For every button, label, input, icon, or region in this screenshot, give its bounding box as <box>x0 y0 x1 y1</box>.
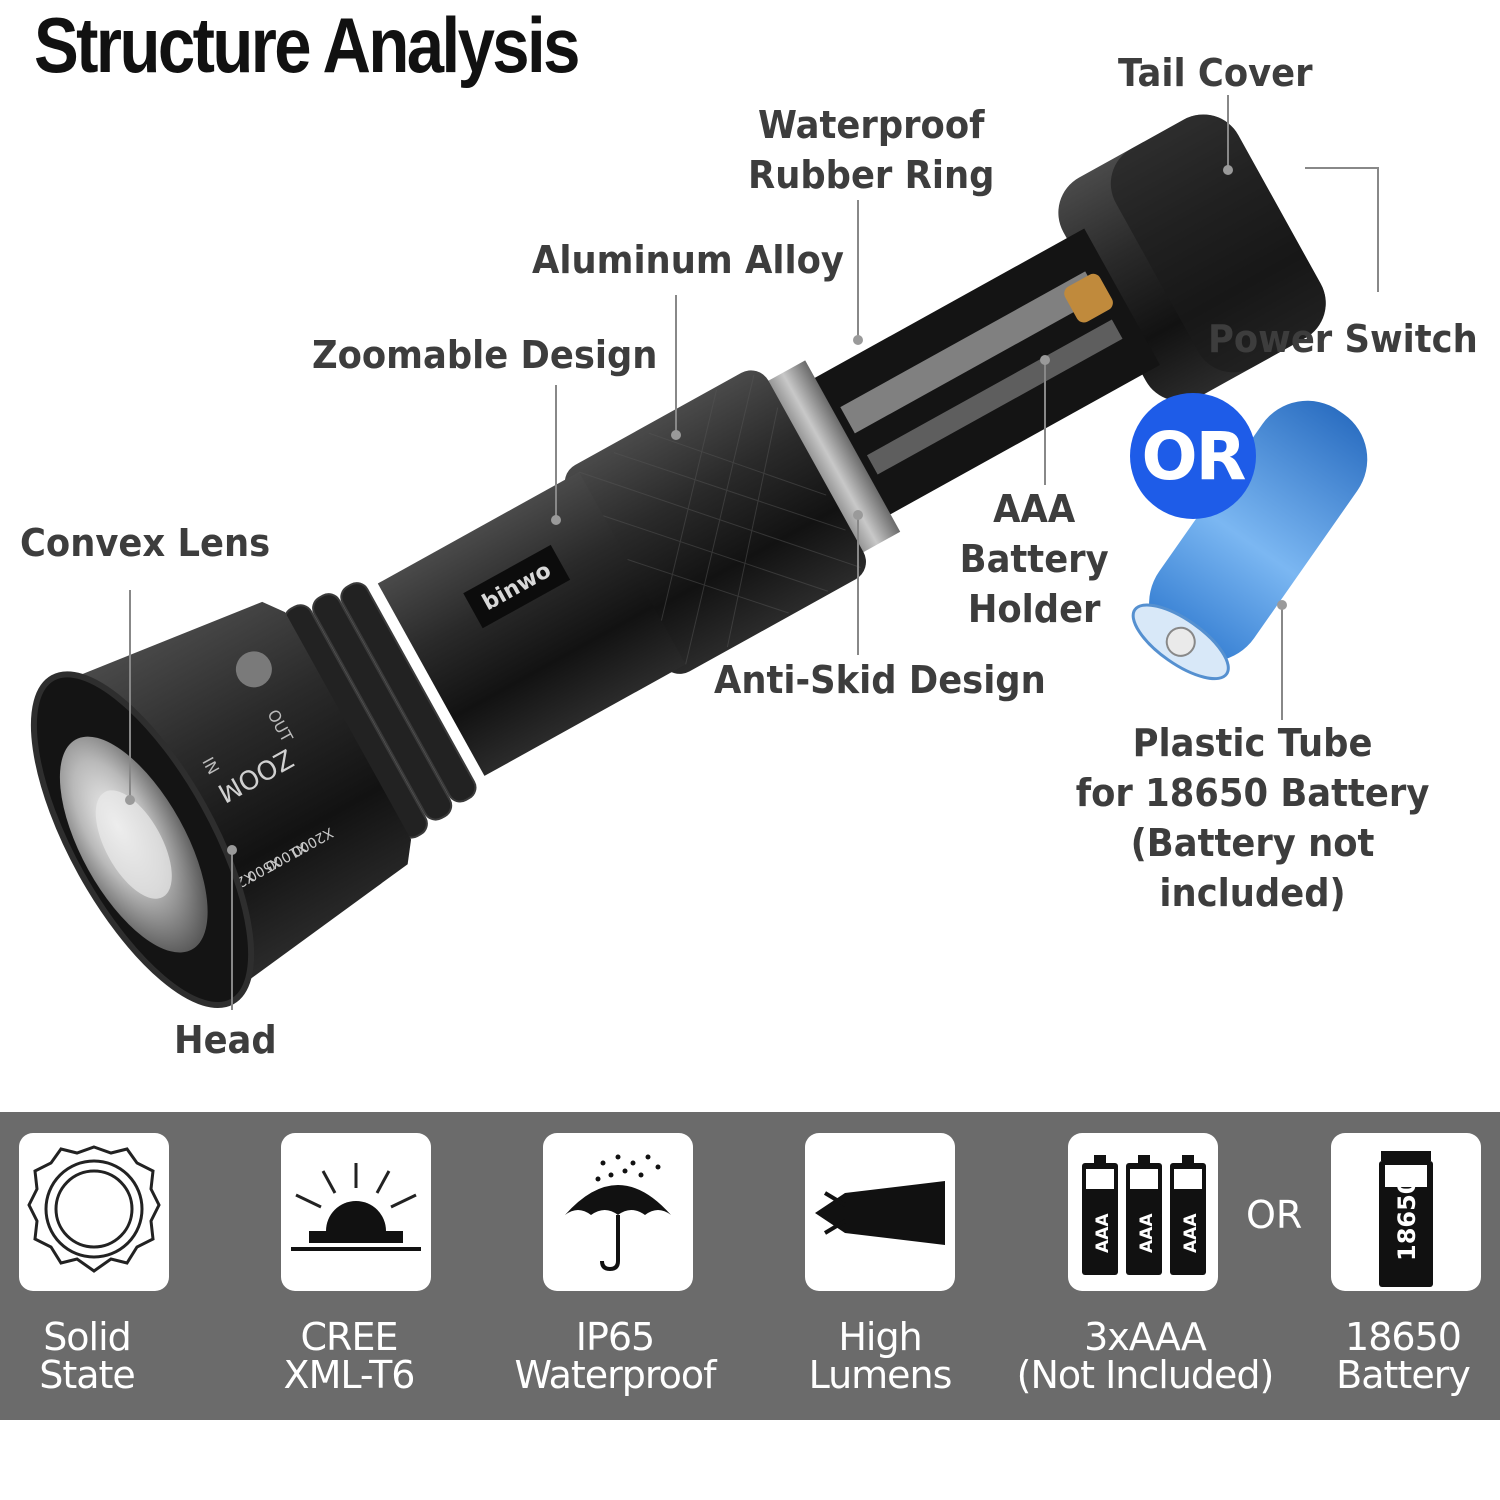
label-tail-cover: Tail Cover <box>1118 51 1313 95</box>
feature-tile-high-lumens <box>805 1133 955 1291</box>
feature-band <box>0 1112 1500 1420</box>
feature-tile-18650: 18650 <box>1331 1133 1481 1291</box>
caption-high-lumens: High Lumens <box>808 1315 953 1397</box>
label-zoomable-design: Zoomable Design <box>312 333 658 377</box>
in-text: IN <box>198 754 223 778</box>
feature-tile-3xaaa: AAA AAA AAA <box>1068 1133 1218 1291</box>
caption-cree: CREE XML-T6 <box>283 1315 416 1397</box>
aaa-text-2: AAA <box>1137 1213 1157 1253</box>
18650-text: 18650 <box>1393 1178 1421 1262</box>
zoom-head <box>75 601 412 984</box>
label-power-switch: Power Switch <box>1208 317 1478 361</box>
or-badge: OR <box>1130 393 1256 519</box>
led-chip-icon <box>291 1163 421 1251</box>
caption-3xaaa: 3xAAA (Not Included) <box>1016 1315 1275 1397</box>
label-convex-lens: Convex Lens <box>20 521 271 565</box>
flashlight-body: binwo ZOOM OUT IN X1 X250 X500 X1000 X20… <box>30 114 1326 1009</box>
caption-18650: 18650 Battery <box>1336 1315 1471 1397</box>
label-head: Head <box>174 1018 277 1062</box>
leader-lines <box>129 95 1379 1010</box>
label-waterproof-ring: Waterproof Rubber Ring <box>748 103 995 197</box>
aaa-text-1: AAA <box>1093 1213 1113 1253</box>
aluminum-body <box>377 471 686 776</box>
label-anti-skid: Anti-Skid Design <box>714 658 1046 702</box>
waterproof-ring <box>759 360 901 557</box>
feature-or: OR <box>1246 1193 1303 1237</box>
18650-battery <box>1131 400 1368 681</box>
aaa-text-3: AAA <box>1181 1213 1201 1253</box>
caption-solid-state: Solid State <box>39 1315 136 1397</box>
light-beam-icon <box>815 1181 945 1245</box>
three-aaa-batteries-icon: AAA AAA AAA <box>1082 1155 1206 1275</box>
feature-tile-ip65 <box>543 1133 693 1291</box>
caption-ip65: IP65 Waterproof <box>514 1315 716 1397</box>
label-aluminum-alloy: Aluminum Alloy <box>532 238 844 282</box>
label-plastic-tube: Plastic Tube for 18650 Battery (Battery … <box>1075 721 1430 915</box>
label-aaa-battery-holder: AAA Battery Holder <box>959 487 1109 631</box>
umbrella-rain-icon <box>565 1154 671 1272</box>
feature-tile-solid-state <box>19 1133 169 1291</box>
feature-tile-cree <box>281 1133 431 1291</box>
flashlight-illustration: binwo ZOOM OUT IN X1 X250 X500 X1000 X20… <box>30 95 1379 1010</box>
18650-battery-icon: 18650 <box>1379 1151 1433 1287</box>
lens-bezel-icon <box>27 1145 161 1273</box>
page-title: Structure Analysis <box>34 1 580 89</box>
